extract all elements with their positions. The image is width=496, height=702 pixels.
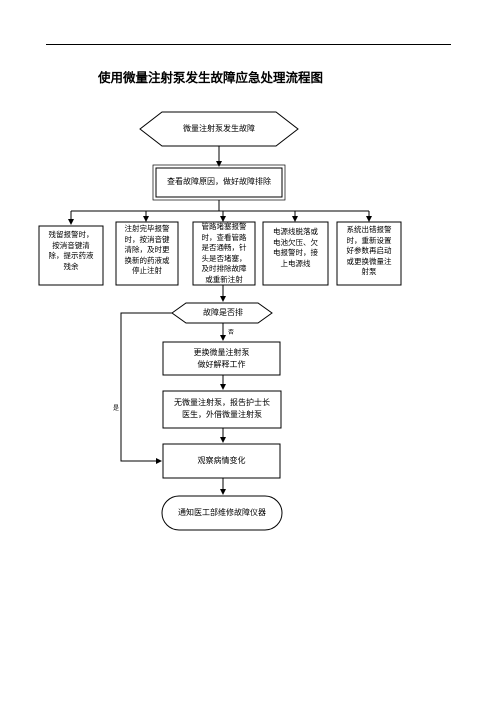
header-rule — [46, 44, 451, 45]
cause-5-node: 系统出错报警 时，重新设置 好参数再启动 或更换微量注 射泵 — [346, 225, 392, 276]
edge-label-no: 否 — [228, 329, 235, 336]
cause-2-node: 注射完毕报警 时，按消音键 清除，及时更 换新的药液或 停止注射 — [124, 224, 170, 275]
check-node: 查看故障原因，做好故障排除 — [167, 177, 271, 186]
decision-node: 故障是否排 — [203, 308, 243, 317]
edge-decision-yes-observe — [120, 312, 172, 464]
observe-node-shape — [162, 443, 281, 479]
replace-node-shape — [162, 341, 281, 376]
cause-3-node: 管路堵塞报警 时，查看管路 是否通畅，针 头是否堵塞， 及时排除故障 或重新注射 — [201, 222, 247, 284]
page-title: 使用微量注射泵发生故障应急处理流程图 — [98, 70, 324, 85]
cause-4-shape — [262, 221, 329, 286]
start-node: 微量注射泵发生故障 — [183, 124, 255, 133]
cause-2-shape — [115, 221, 179, 286]
replace-node: 更换微量注射泵 做好解释工作 — [193, 348, 250, 369]
decision-node-shape — [171, 302, 273, 324]
cause-3-shape — [192, 221, 256, 286]
observe-node: 观察病情变化 — [197, 456, 246, 465]
start-node-shape — [139, 111, 299, 147]
nopump-node: 无微量注射泵，报告护士长 医生，外借微量注射泵 — [174, 398, 270, 419]
edge-label-yes: 是 — [113, 405, 120, 412]
check-node-shape — [155, 167, 283, 198]
notify-node-shape — [161, 495, 283, 531]
cause-4-node: 电源线脱落或 电池欠压、欠 电报警时，接 上电源线 — [273, 227, 318, 268]
cause-1-node: 残留报警时， 按消音键清 除，提示药液 残余 — [48, 230, 94, 271]
nopump-node-shape — [162, 390, 282, 429]
cause-5-shape — [336, 221, 402, 286]
cause-1-shape — [38, 225, 104, 286]
notify-node: 通知医工部维修故障仪器 — [178, 508, 266, 517]
